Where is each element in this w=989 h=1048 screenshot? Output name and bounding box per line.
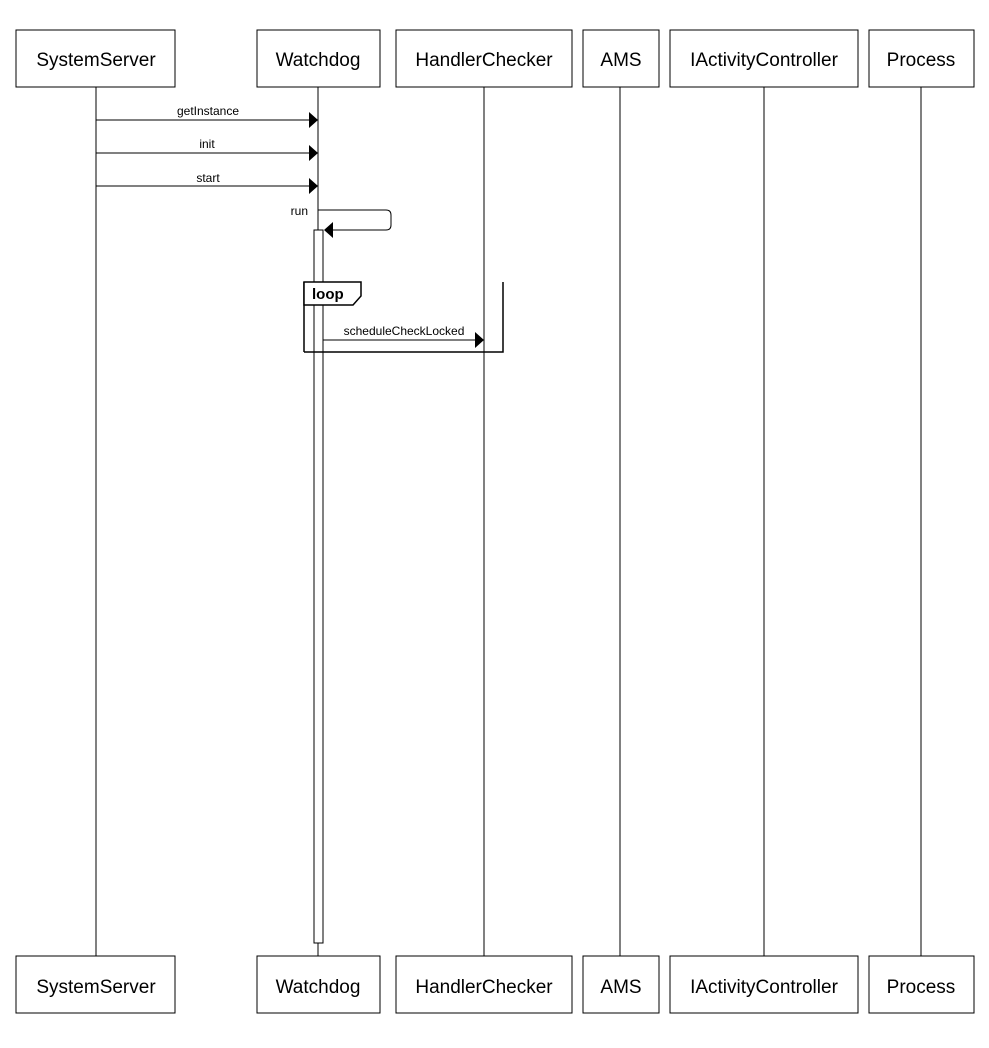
message-label: getInstance	[177, 104, 239, 118]
participant-label: Process	[887, 977, 956, 998]
arrowhead-icon	[324, 222, 333, 238]
participant-watchdog-bottom: Watchdog	[256, 955, 381, 1014]
participant-process-top: Process	[868, 29, 975, 88]
participant-label: IActivityController	[690, 50, 838, 71]
participant-label: SystemServer	[36, 977, 156, 998]
message-label: init	[199, 137, 215, 151]
activation-watchdog	[313, 229, 324, 944]
message-label: start	[196, 171, 220, 185]
loop-fragment-label: loop	[312, 286, 344, 303]
participant-systemserver-bottom: SystemServer	[15, 955, 176, 1014]
arrowhead-icon	[475, 332, 484, 348]
participant-label: Watchdog	[276, 50, 361, 71]
participant-label: Watchdog	[276, 977, 361, 998]
participant-label: HandlerChecker	[415, 977, 553, 998]
message-start: start	[96, 171, 318, 194]
loop-fragment-tab	[303, 281, 362, 306]
message-label: run	[291, 204, 308, 218]
participant-iactivitycontroller-bottom: IActivityController	[669, 955, 859, 1014]
participant-label: Process	[887, 50, 956, 71]
arrowhead-icon	[309, 178, 318, 194]
participant-label: SystemServer	[36, 50, 156, 71]
participant-label: AMS	[600, 50, 641, 71]
message-getinstance: getInstance	[96, 104, 318, 128]
message-init: init	[96, 137, 318, 161]
participant-iactivitycontroller-top: IActivityController	[669, 29, 859, 88]
participant-label: AMS	[600, 977, 641, 998]
loop-fragment: loop	[303, 281, 504, 353]
participant-handlerchecker-bottom: HandlerChecker	[395, 955, 573, 1014]
message-run: run	[291, 204, 392, 238]
participant-ams-bottom: AMS	[582, 955, 660, 1014]
arrowhead-icon	[309, 112, 318, 128]
participant-systemserver-top: SystemServer	[15, 29, 176, 88]
participant-label: HandlerChecker	[415, 50, 553, 71]
participant-handlerchecker-top: HandlerChecker	[395, 29, 573, 88]
message-schedulechecklocked: scheduleCheckLocked	[323, 324, 484, 348]
participant-process-bottom: Process	[868, 955, 975, 1014]
message-label: scheduleCheckLocked	[344, 324, 465, 338]
participant-label: IActivityController	[690, 977, 838, 998]
arrowhead-icon	[309, 145, 318, 161]
participant-ams-top: AMS	[582, 29, 660, 88]
participant-watchdog-top: Watchdog	[256, 29, 381, 88]
